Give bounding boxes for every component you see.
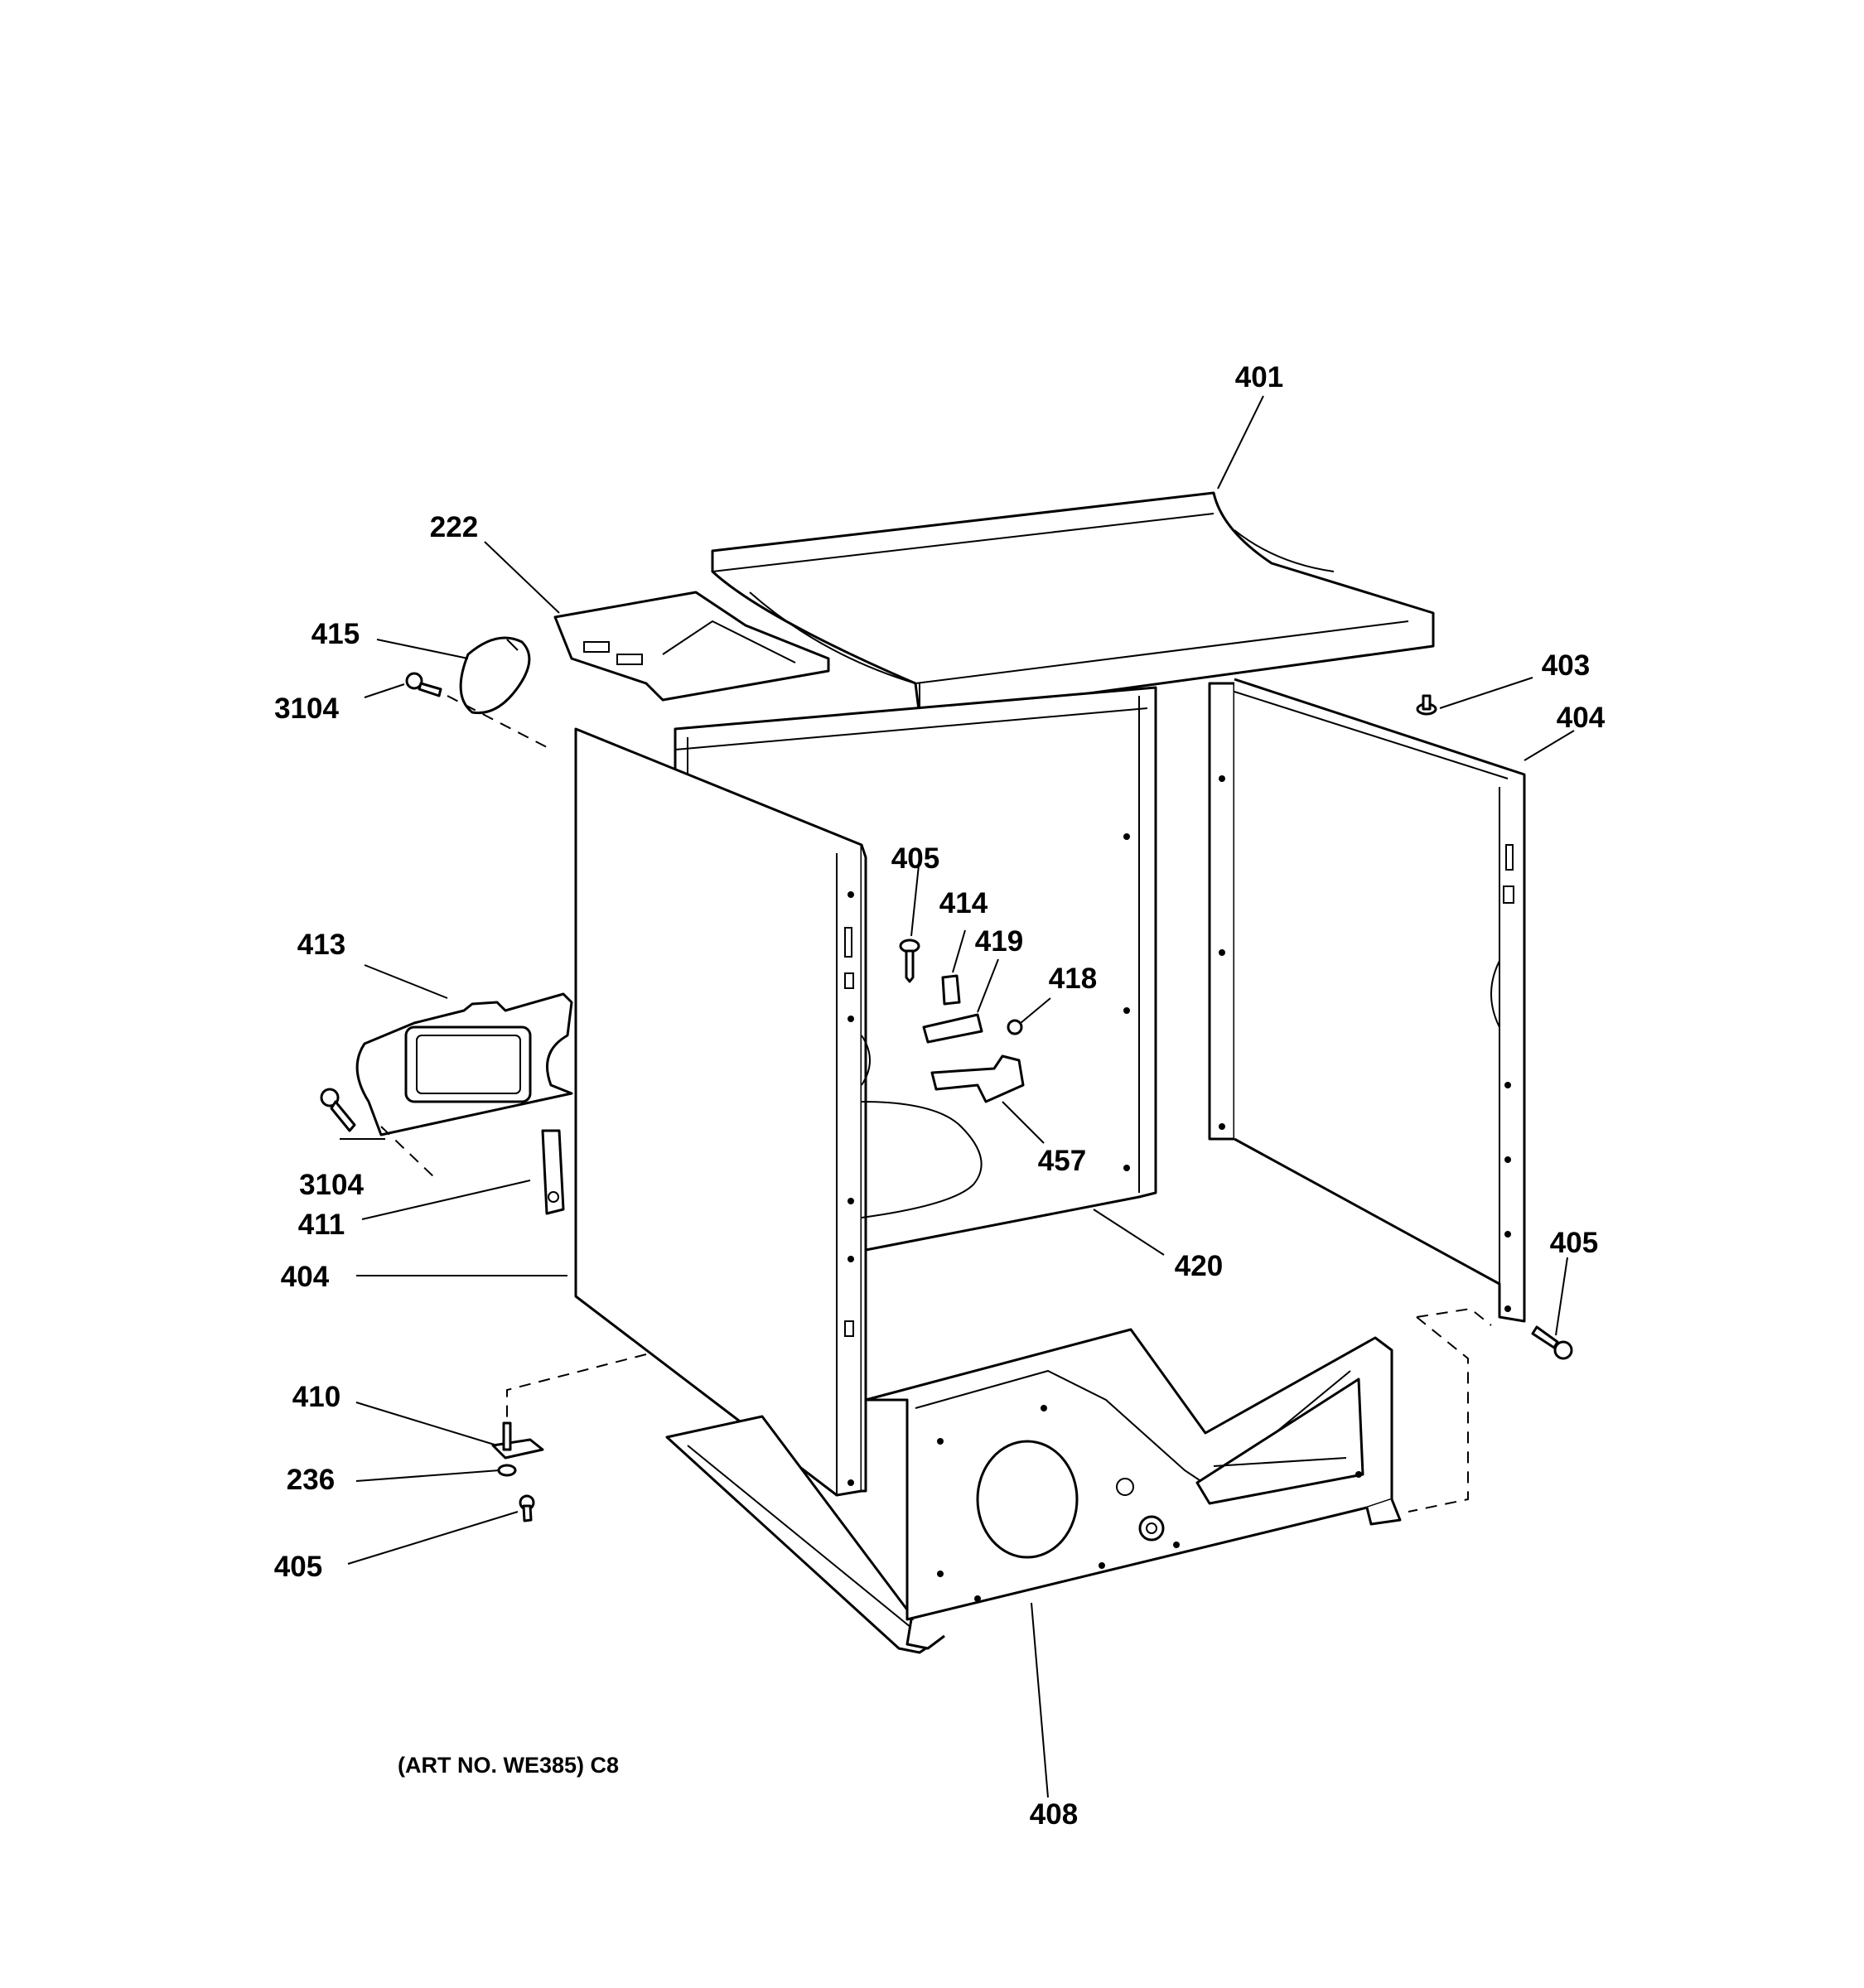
screw-403: [1416, 694, 1437, 716]
top-panel-401: [711, 491, 1435, 718]
top-bracket-222: [553, 591, 830, 702]
callout-415: 415: [311, 618, 360, 650]
callout-457: 457: [1038, 1145, 1086, 1177]
callout-3104-top: 3104: [274, 692, 339, 725]
callout-408: 408: [1030, 1798, 1078, 1831]
leader-lines: [340, 395, 1575, 1798]
callout-418: 418: [1049, 963, 1097, 995]
assembly-lines: [380, 695, 1492, 1513]
side-panel-left-404: [574, 727, 983, 1497]
callout-404-right: 404: [1557, 702, 1606, 734]
callout-420: 420: [1175, 1250, 1223, 1282]
clip-414: [941, 974, 961, 1006]
cover-plate-415: [459, 636, 531, 715]
callout-236: 236: [287, 1464, 335, 1496]
callout-405-bottom: 405: [274, 1551, 322, 1583]
callout-413: 413: [297, 929, 345, 961]
side-panel-right-404: [1208, 678, 1526, 1323]
callout-405-right: 405: [1550, 1227, 1598, 1259]
screw-3104-top: [405, 672, 442, 697]
bracket-411: [541, 1129, 565, 1215]
callout-404-left: 404: [281, 1261, 330, 1293]
base-frame-408: [665, 1328, 1402, 1654]
screw-405-right: [1531, 1325, 1573, 1360]
callout-419: 419: [975, 925, 1023, 958]
screw-405-bottom: [519, 1494, 535, 1522]
terminal-block-419: [922, 1013, 983, 1044]
nut-418: [1007, 1019, 1023, 1035]
screw-405-mid: [899, 939, 920, 983]
bracket-457: [930, 1054, 1025, 1103]
callout-3104-left: 3104: [299, 1169, 364, 1201]
callout-411: 411: [298, 1209, 345, 1241]
access-cover-413: [355, 992, 573, 1136]
callout-403: 403: [1542, 649, 1590, 682]
callout-401: 401: [1235, 361, 1283, 393]
callout-222: 222: [430, 511, 478, 543]
callout-405-mid: 405: [891, 842, 939, 875]
callout-410: 410: [292, 1381, 340, 1413]
art-number-caption: (ART NO. WE385) C8: [398, 1753, 619, 1778]
callout-414: 414: [939, 887, 988, 919]
foot-236: [497, 1464, 517, 1477]
callout-labels: 401 222 415 3104 403 404 405 414 419 418…: [274, 361, 1606, 1831]
leveling-leg-410: [491, 1421, 544, 1460]
screw-3104-left: [320, 1088, 356, 1132]
